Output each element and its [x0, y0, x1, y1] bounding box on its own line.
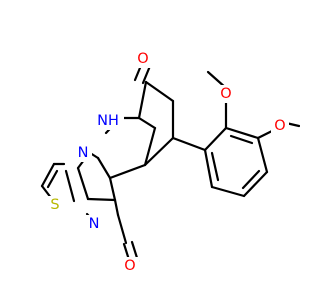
chemical-structure-diagram: O NH N N S O O O [40, 50, 300, 275]
bond [116, 213, 128, 245]
bond [256, 136, 269, 174]
bond [210, 151, 220, 182]
bond [108, 176, 117, 202]
bond [143, 136, 175, 167]
bond [210, 185, 246, 198]
bond [224, 126, 260, 140]
atom-label-nh: NH [97, 113, 119, 129]
atom-labels: O NH N N S O O O [47, 50, 289, 275]
atom-label-carbonyl-oxygen-top: O [137, 51, 148, 67]
bond [242, 170, 269, 198]
bond [203, 126, 228, 152]
atom-label-carbonyl-oxygen-bottom: O [124, 258, 135, 274]
bond [144, 80, 175, 103]
bonds [40, 61, 300, 265]
bond [64, 169, 76, 203]
bond [113, 198, 120, 217]
bond [137, 80, 148, 120]
atom-label-fused-nitrogen: N [78, 145, 89, 161]
bond [86, 197, 117, 202]
atom-label-methoxy-oxygen-lower: O [274, 118, 285, 134]
bond [241, 169, 261, 190]
bond [40, 162, 56, 188]
atom-label-methoxy-oxygen-upper: O [220, 86, 231, 102]
bond [46, 169, 59, 189]
bond [141, 64, 152, 85]
bond [96, 156, 112, 180]
atom-label-ring-nitrogen: N [89, 216, 100, 232]
atom-label-sulfur: S [50, 197, 59, 213]
bond [203, 148, 214, 189]
bond [143, 126, 157, 167]
bond [229, 134, 254, 145]
bond [108, 163, 147, 180]
bond [137, 116, 157, 130]
bond [76, 166, 90, 201]
bond [171, 136, 207, 152]
